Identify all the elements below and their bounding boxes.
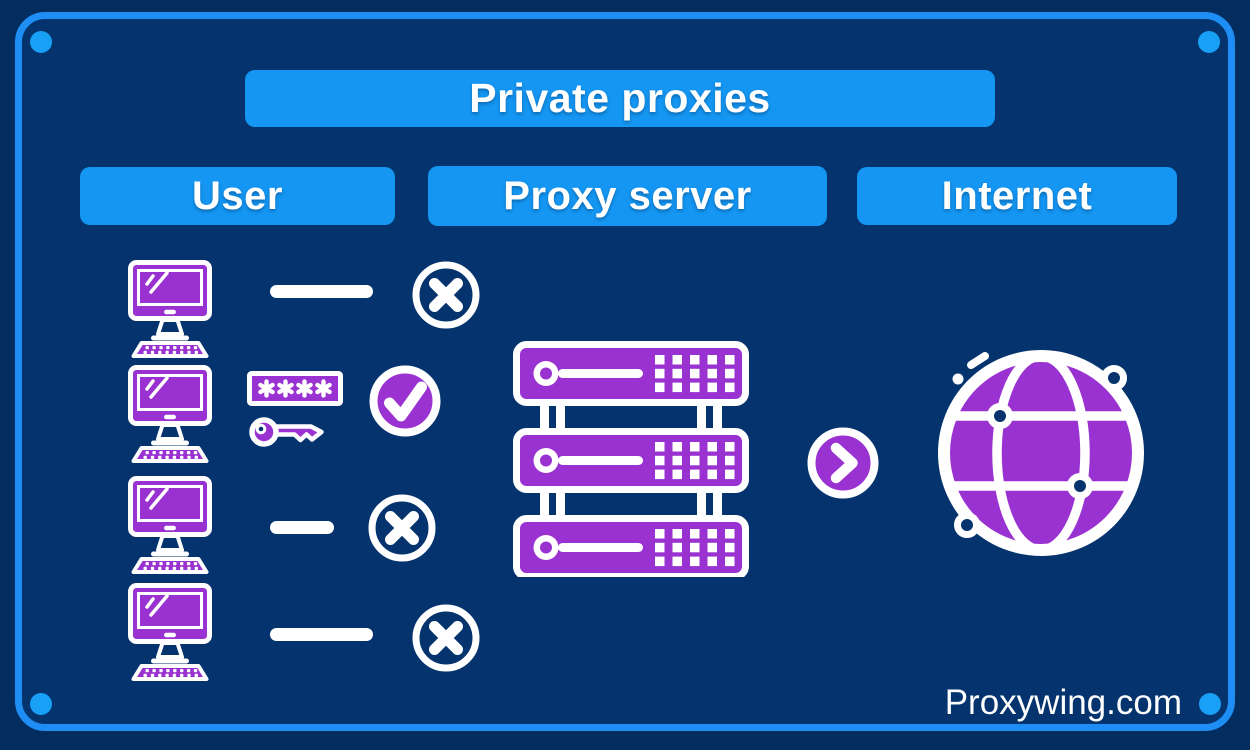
key-icon	[249, 417, 324, 447]
corner-dot-top-left	[30, 31, 52, 53]
column-header-internet: Internet	[857, 167, 1177, 225]
brand-watermark: Proxywing.com	[944, 683, 1182, 722]
connection-line	[270, 521, 334, 534]
proxy-server-icon	[513, 341, 749, 580]
user-computer-3	[126, 475, 214, 575]
corner-dot-top-right	[1198, 31, 1220, 53]
computer-icon	[128, 365, 212, 463]
corner-dot-bottom-left	[30, 693, 52, 715]
check-circle-icon	[369, 365, 441, 437]
status-allowed-icon	[366, 362, 444, 440]
forward-chevron-icon	[804, 424, 882, 502]
password-field	[247, 371, 343, 406]
globe-network-icon	[938, 350, 1144, 556]
computer-icon	[128, 583, 212, 681]
user-computer-2	[126, 364, 214, 464]
x-circle-icon	[412, 604, 480, 672]
page-title: Private proxies	[245, 70, 995, 127]
x-circle-icon	[412, 261, 480, 329]
status-blocked-icon	[409, 601, 483, 675]
column-header-proxy-server: Proxy server	[428, 166, 827, 226]
connection-line	[270, 628, 373, 641]
x-circle-icon	[368, 494, 436, 562]
status-blocked-icon	[365, 491, 439, 565]
password-field-icon	[247, 371, 343, 406]
user-computer-4	[126, 582, 214, 682]
server-rack-icon	[513, 341, 749, 580]
access-key	[248, 408, 330, 454]
computer-icon	[128, 476, 212, 574]
computer-icon	[128, 260, 212, 358]
connection-line	[270, 285, 373, 298]
corner-dot-bottom-right	[1199, 693, 1221, 715]
user-computer-1	[126, 259, 214, 359]
status-blocked-icon	[409, 258, 483, 332]
column-header-user: User	[80, 167, 395, 225]
internet-globe-icon	[921, 333, 1161, 573]
chevron-right-circle-icon	[807, 427, 879, 499]
